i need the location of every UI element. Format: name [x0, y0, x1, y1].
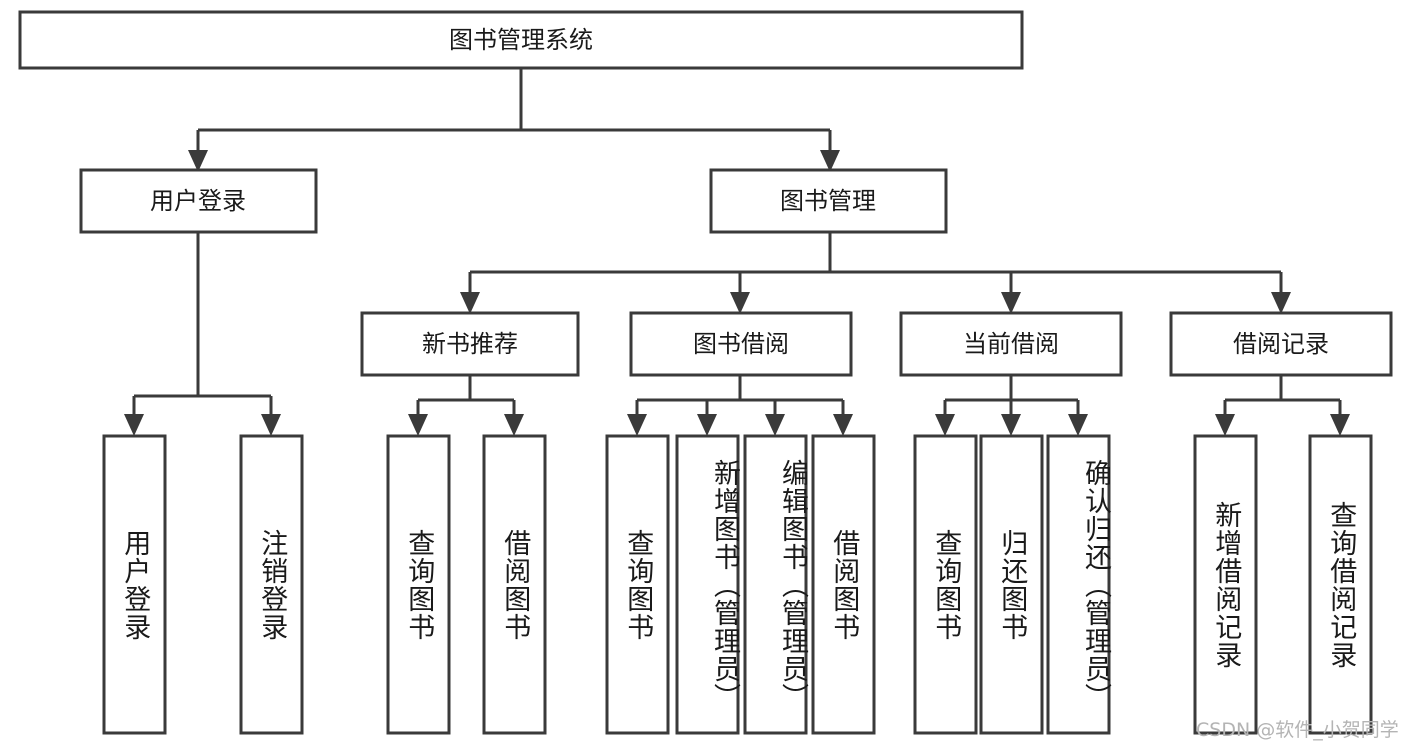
node-leaf-borrow-book-1[interactable]: [482, 434, 547, 735]
node-leaf-query-book-1[interactable]: [386, 434, 451, 735]
node-leaf-query-book-2[interactable]: [605, 434, 670, 735]
node-book-borrow-label: 图书借阅: [693, 330, 789, 358]
node-leaf-confirm-return[interactable]: [1046, 434, 1111, 735]
node-new-book-recommend[interactable]: 新书推荐: [360, 311, 580, 377]
connector-book-borrow-to-leaves: [627, 375, 853, 436]
node-user-login[interactable]: 用户登录: [79, 168, 318, 234]
connector-book-manage-to-level3: [460, 232, 1291, 314]
node-current-borrow-label: 当前借阅: [963, 330, 1059, 358]
csdn-watermark: CSDN @软件_小贺同学: [1196, 719, 1399, 741]
node-leaf-edit-book[interactable]: [743, 434, 808, 735]
node-leaf-query-record[interactable]: [1308, 434, 1373, 735]
node-leaf-logout[interactable]: [239, 434, 304, 735]
node-leaf-query-book-3[interactable]: [913, 434, 978, 735]
node-root[interactable]: 图书管理系统: [18, 10, 1024, 70]
node-borrow-record[interactable]: 借阅记录: [1169, 311, 1393, 377]
node-current-borrow[interactable]: 当前借阅: [899, 311, 1123, 377]
connector-new-book-recommend-to-leaves: [408, 375, 524, 436]
connector-current-borrow-to-leaves: [935, 375, 1088, 436]
node-leaf-return-book[interactable]: [979, 434, 1044, 735]
node-new-book-recommend-label: 新书推荐: [422, 330, 518, 358]
node-root-label: 图书管理系统: [449, 26, 593, 54]
node-leaf-borrow-book-2[interactable]: [811, 434, 876, 735]
node-leaf-add-record[interactable]: [1193, 434, 1258, 735]
node-book-borrow[interactable]: 图书借阅: [629, 311, 853, 377]
node-book-manage[interactable]: 图书管理: [709, 168, 948, 234]
connector-borrow-record-to-leaves: [1215, 375, 1350, 436]
leaf-boxes: [102, 434, 1373, 735]
connector-user-login-to-leaves: [124, 232, 281, 436]
node-leaf-user-login[interactable]: [102, 434, 167, 735]
node-user-login-label: 用户登录: [150, 187, 246, 215]
node-borrow-record-label: 借阅记录: [1233, 330, 1329, 358]
node-leaf-add-book[interactable]: [675, 434, 740, 735]
node-book-manage-label: 图书管理: [780, 187, 876, 215]
connector-root-to-level2: [188, 68, 840, 172]
